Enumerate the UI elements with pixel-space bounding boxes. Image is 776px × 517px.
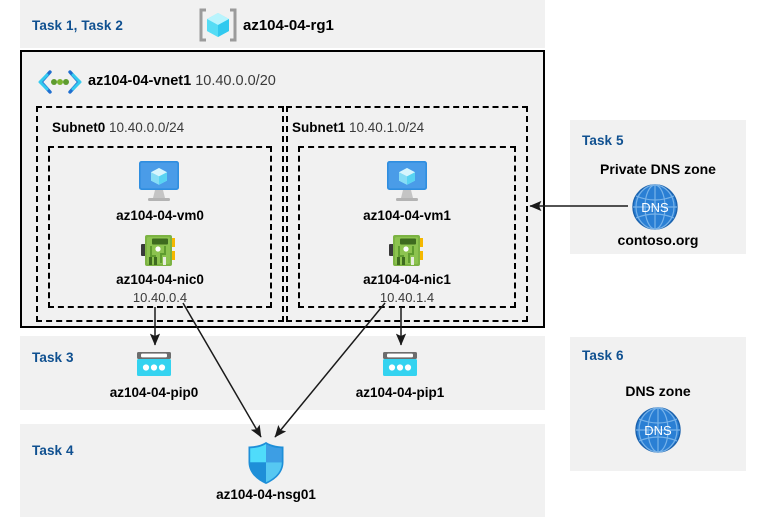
vm1-label: az104-04-vm1 [363, 208, 451, 223]
resource-group-band [20, 0, 545, 48]
public-ip-address-icon [379, 350, 421, 380]
task-label-private-dns: Task 5 [582, 133, 624, 148]
public-ip-address-icon [133, 350, 175, 380]
private-dns-name: contoso.org [617, 232, 699, 248]
nic0-ip: 10.40.0.4 [132, 290, 188, 305]
dns-icon-text: DNS [644, 423, 672, 438]
subnet1-container [286, 106, 528, 322]
vm0-label: az104-04-vm0 [116, 208, 204, 223]
virtual-network-icon [38, 69, 82, 95]
vnet-address-space: 10.40.0.0/20 [195, 73, 276, 89]
vnet-title: az104-04-vnet1 10.40.0.0/20 [88, 73, 276, 89]
pip1-label: az104-04-pip1 [355, 385, 445, 400]
network-interface-icon [139, 232, 181, 270]
virtual-machine-icon [132, 159, 186, 203]
subnet1-title: Subnet1 10.40.1.0/24 [292, 120, 424, 135]
subnet0-prefix: 10.40.0.0/24 [109, 120, 185, 135]
task-label-public-ip: Task 3 [32, 350, 74, 365]
nic1-label: az104-04-nic1 [363, 272, 451, 287]
nic0-label: az104-04-nic0 [116, 272, 204, 287]
nsg-label: az104-04-nsg01 [216, 487, 316, 502]
task-label-public-dns: Task 6 [582, 348, 624, 363]
subnet0-title: Subnet0 10.40.0.0/24 [52, 120, 184, 135]
public-dns-heading: DNS zone [625, 383, 691, 399]
nic1-ip: 10.40.1.4 [379, 290, 435, 305]
network-security-group-shield-icon [245, 440, 287, 486]
resource-group-name: az104-04-rg1 [243, 17, 334, 34]
virtual-machine-icon [380, 159, 434, 203]
subnet1-prefix: 10.40.1.0/24 [349, 120, 425, 135]
nsg-panel [20, 424, 545, 517]
subnet1-vm-group [298, 146, 516, 308]
vnet-name: az104-04-vnet1 [88, 73, 192, 89]
network-interface-icon [387, 232, 429, 270]
subnet0-container [36, 106, 284, 322]
subnet0-vm-group [48, 146, 272, 308]
dns-icon-text: DNS [641, 200, 669, 215]
private-dns-heading: Private DNS zone [600, 161, 716, 177]
dns-globe-icon: DNS [631, 183, 679, 231]
resource-group-cube-icon [199, 8, 237, 42]
dns-globe-icon: DNS [634, 406, 682, 454]
subnet1-name: Subnet1 [292, 120, 346, 135]
subnet0-name: Subnet0 [52, 120, 106, 135]
task-label-nsg: Task 4 [32, 443, 74, 458]
task-label-rg: Task 1, Task 2 [32, 18, 123, 33]
pip0-label: az104-04-pip0 [109, 385, 199, 400]
